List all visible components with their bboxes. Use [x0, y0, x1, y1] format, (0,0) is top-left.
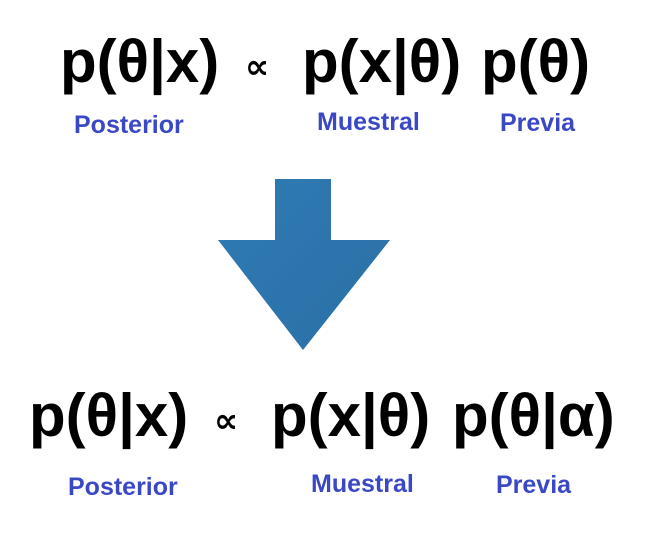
top-posterior-term: p(θ|x) — [60, 28, 220, 95]
top-proportional-symbol: ∝ — [245, 47, 270, 87]
bottom-proportional-symbol: ∝ — [214, 401, 239, 441]
bottom-likelihood-label: Muestral — [311, 470, 414, 498]
bottom-prior-term: p(θ|α) — [452, 382, 615, 449]
bottom-posterior-term: p(θ|x) — [29, 382, 189, 449]
top-prior-label: Previa — [500, 109, 576, 137]
bottom-likelihood-term: p(x|θ) — [271, 382, 431, 449]
top-likelihood-label: Muestral — [317, 108, 420, 136]
bottom-posterior-label: Posterior — [68, 473, 178, 501]
top-likelihood-term: p(x|θ) — [302, 28, 462, 95]
top-prior-term: p(θ) — [481, 28, 591, 95]
bottom-prior-label: Previa — [496, 471, 572, 499]
top-posterior-label: Posterior — [74, 111, 184, 139]
